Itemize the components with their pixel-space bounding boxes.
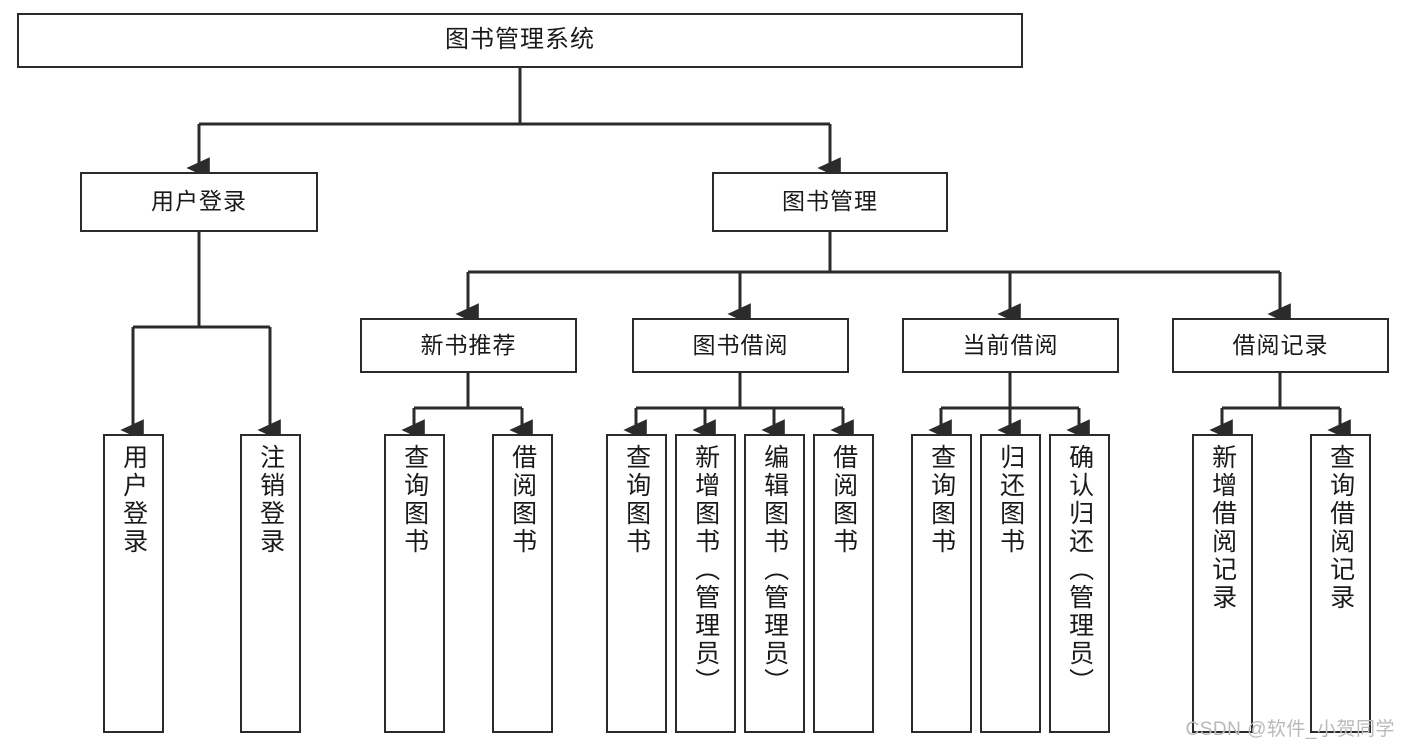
- node-label: 图书管理系统: [445, 26, 595, 54]
- node-book-borrow[interactable]: 图书借阅: [632, 318, 849, 373]
- node-new-book-recommend[interactable]: 新书推荐: [360, 318, 577, 373]
- node-label: 新书推荐: [420, 331, 517, 358]
- node-label: 借阅记录: [1232, 331, 1329, 358]
- node-leaf-logout[interactable]: 注销登录: [240, 434, 301, 733]
- node-label: 借阅图书: [508, 444, 537, 556]
- node-label: 新增借阅记录: [1208, 444, 1237, 612]
- node-label: 查询图书: [400, 444, 429, 556]
- node-leaf-return-book[interactable]: 归还图书: [980, 434, 1041, 733]
- watermark-text: CSDN @软件_小贺同学: [1185, 719, 1395, 740]
- node-label: 新增图书（管理员）: [691, 444, 720, 696]
- node-label: 注销登录: [256, 444, 285, 556]
- node-label: 用户登录: [151, 188, 247, 215]
- node-leaf-confirm-return-admin[interactable]: 确认归还（管理员）: [1049, 434, 1110, 733]
- node-label: 确认归还（管理员）: [1065, 444, 1094, 696]
- node-leaf-borrow-book-recommend[interactable]: 借阅图书: [492, 434, 553, 733]
- node-user-login[interactable]: 用户登录: [80, 172, 318, 232]
- node-leaf-query-book-borrow[interactable]: 查询图书: [606, 434, 667, 733]
- node-leaf-borrow-book[interactable]: 借阅图书: [813, 434, 874, 733]
- node-label: 当前借阅: [962, 331, 1059, 358]
- node-label: 图书借阅: [692, 331, 789, 358]
- node-label: 查询借阅记录: [1326, 444, 1355, 612]
- node-label: 用户登录: [119, 444, 148, 556]
- node-leaf-query-book-current[interactable]: 查询图书: [911, 434, 972, 733]
- node-current-borrow[interactable]: 当前借阅: [902, 318, 1119, 373]
- node-label: 借阅图书: [829, 444, 858, 556]
- node-label: 归还图书: [996, 444, 1025, 556]
- node-leaf-query-borrow-record[interactable]: 查询借阅记录: [1310, 434, 1371, 733]
- node-leaf-edit-book-admin[interactable]: 编辑图书（管理员）: [744, 434, 805, 733]
- node-leaf-query-book-recommend[interactable]: 查询图书: [384, 434, 445, 733]
- node-label: 查询图书: [622, 444, 651, 556]
- node-leaf-add-book-admin[interactable]: 新增图书（管理员）: [675, 434, 736, 733]
- node-borrow-records[interactable]: 借阅记录: [1172, 318, 1389, 373]
- node-leaf-user-login[interactable]: 用户登录: [103, 434, 164, 733]
- node-label: 图书管理: [782, 188, 878, 215]
- node-leaf-add-borrow-record[interactable]: 新增借阅记录: [1192, 434, 1253, 733]
- node-label: 编辑图书（管理员）: [760, 444, 789, 696]
- node-book-management[interactable]: 图书管理: [712, 172, 948, 232]
- node-label: 查询图书: [927, 444, 956, 556]
- node-root-book-management-system[interactable]: 图书管理系统: [17, 13, 1023, 68]
